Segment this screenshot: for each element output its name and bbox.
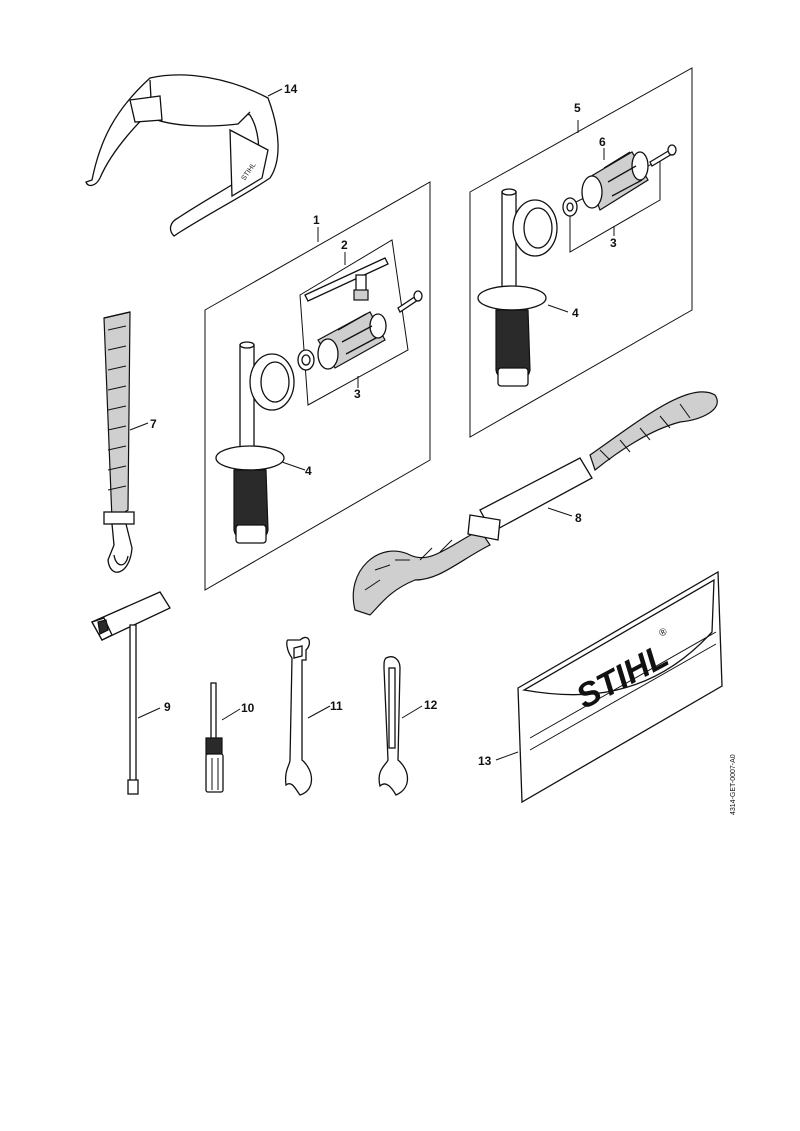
callout-13: 13 [478,754,492,768]
combination-wrench-part [91,591,171,795]
callout-8: 8 [575,511,582,525]
carrying-strap-part [103,311,135,573]
drill-chuck-part-kit1 [317,311,387,370]
shoulder-strap-part [352,391,718,616]
tool-bag-part: STIHL ® [517,570,723,804]
safety-glasses-part: STIHL [85,74,279,237]
screw-part-kit5 [649,144,677,167]
reference-code: 4314-GET-0007-A0 [730,754,737,815]
side-handle-part-kit1 [215,341,295,544]
kit-5-frame [469,67,693,438]
screw-part-kit1 [397,290,423,313]
side-handle-part-kit5 [477,188,558,387]
callout-4-kit5: 4 [572,306,579,320]
callout-12: 12 [424,698,438,712]
callout-3-kit1: 3 [354,387,361,401]
callout-10: 10 [241,701,255,715]
callout-11: 11 [330,699,343,713]
chuck-key-part [304,257,389,302]
callout-9: 9 [164,700,171,714]
callout-7: 7 [150,417,157,431]
open-end-wrench-part-11 [284,636,313,796]
callout-5: 5 [574,101,581,115]
open-end-wrench-part-12 [378,656,409,796]
callout-14: 14 [284,82,298,96]
keyless-chuck-part [581,151,649,211]
kit-1-frame [204,181,431,591]
screwdriver-part [205,682,224,793]
callout-6: 6 [599,135,606,149]
callout-1: 1 [313,213,320,227]
callout-4-kit1: 4 [305,464,312,478]
callout-3-kit5: 3 [610,236,617,250]
callout-2: 2 [341,238,348,252]
